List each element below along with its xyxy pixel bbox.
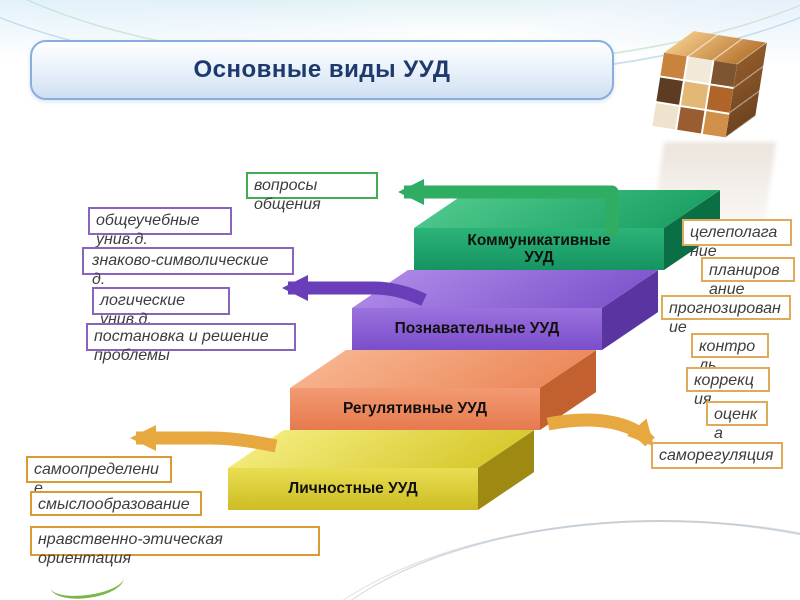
title-box: Основные виды УУД (30, 40, 614, 100)
decorative-swoosh (262, 520, 800, 600)
box-correction: коррекция (686, 367, 770, 408)
box-communication-questions: вопросы общения (246, 172, 378, 213)
cube-front-face (652, 52, 738, 138)
regulative-arrow (546, 413, 655, 447)
step-personal-label: Личностные УУД (288, 480, 418, 498)
slide-title: Основные виды УУД (193, 56, 451, 83)
box-moral-ethical-orientation: нравственно-этическая ориентация (30, 526, 320, 567)
box-goal-setting: целеполагание (682, 219, 792, 260)
box-problem-solving: постановка и решение проблемы (86, 323, 296, 364)
box-logical: логические унив.д. (92, 287, 230, 328)
box-sign-symbolic: знаково-символические д. (82, 247, 294, 288)
box-evaluation: оценка (706, 401, 768, 442)
step-regulative-label: Регулятивные УУД (342, 400, 488, 418)
box-planning: планирование (701, 257, 795, 298)
box-self-regulation: саморегуляция (651, 442, 783, 469)
step-communicative-front-face: Коммуникативные УУД (414, 228, 664, 270)
box-general-learning: общеучебные унив.д. (88, 207, 232, 248)
photo-cube (639, 13, 776, 150)
personal-arrow (130, 425, 278, 453)
box-control: контроль (691, 333, 769, 374)
step-communicative-label: Коммуникативные УУД (467, 231, 611, 266)
step-personal-front-face: Личностные УУД (228, 468, 478, 510)
step-cognitive-label: Познавательные УУД (394, 320, 560, 338)
box-self-determination: самоопределение (26, 456, 172, 497)
box-meaning-making: смыслообразование (30, 491, 202, 516)
step-cognitive-front-face: Познавательные УУД (352, 308, 602, 350)
step-regulative-front-face: Регулятивные УУД (290, 388, 540, 430)
box-forecasting: прогнозирование (661, 295, 791, 336)
decorative-swoosh (280, 520, 800, 600)
